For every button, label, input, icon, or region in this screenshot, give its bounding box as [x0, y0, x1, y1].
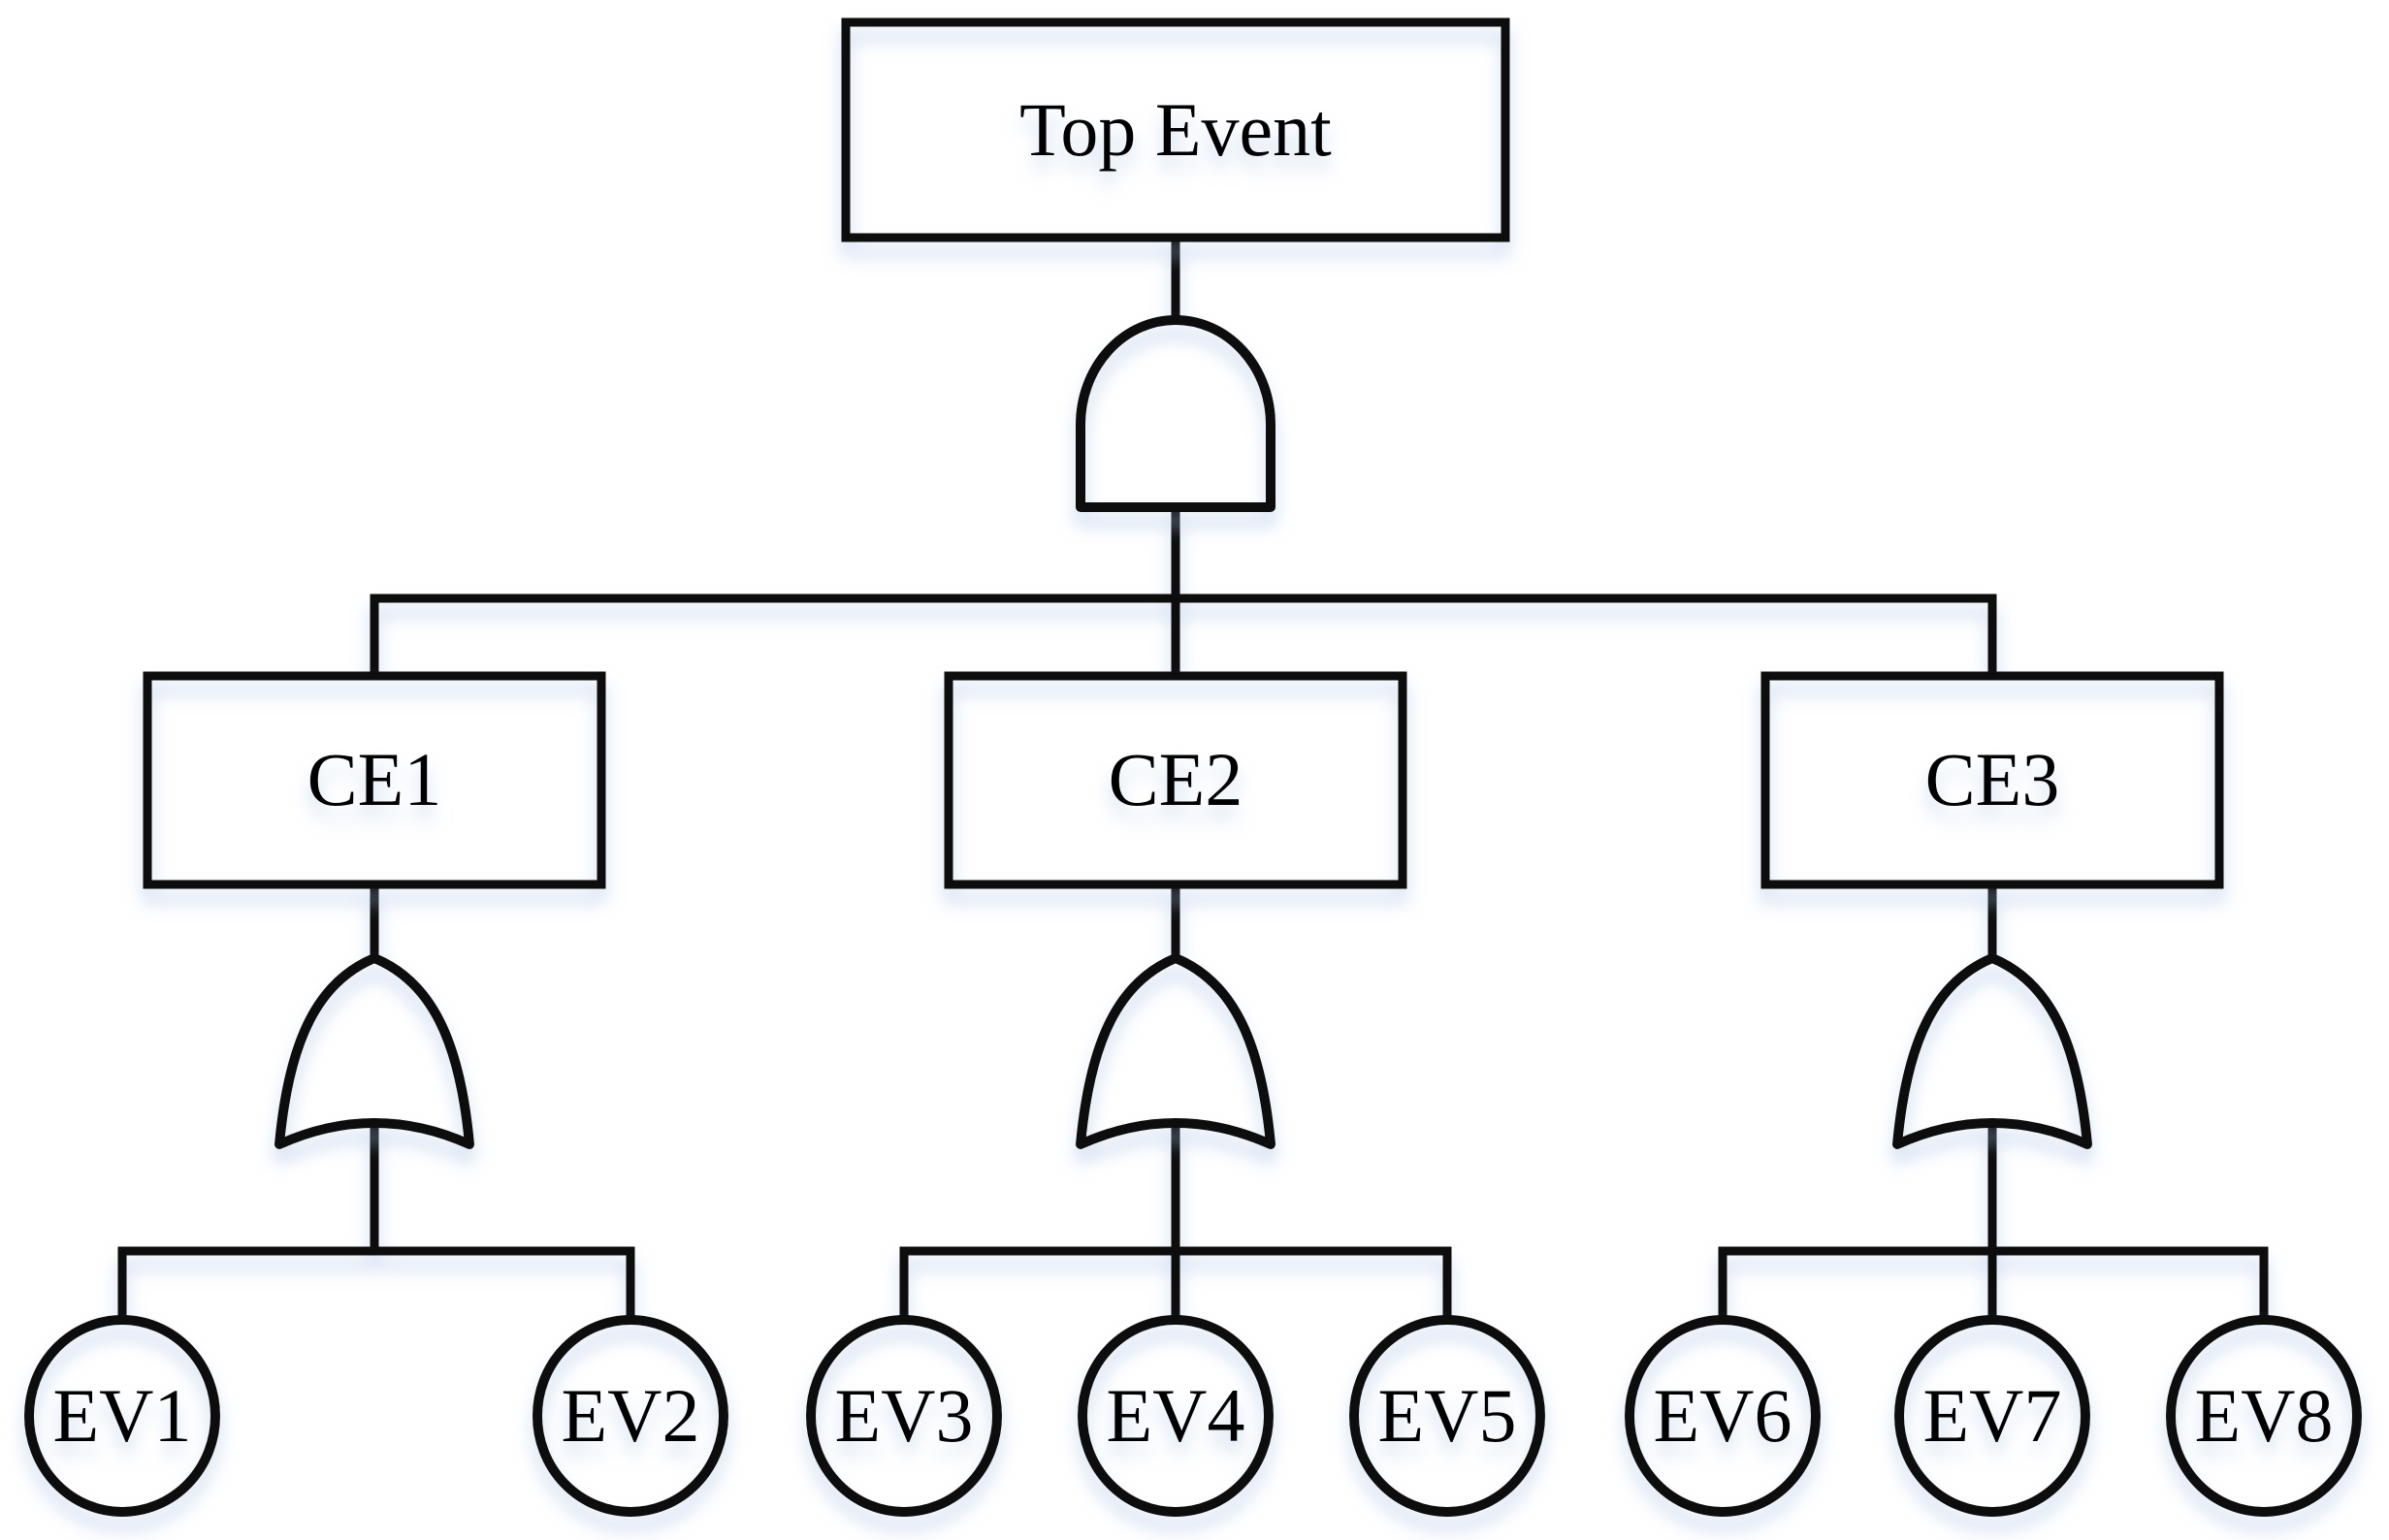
ev6-label: EV6 — [1654, 1373, 1792, 1458]
ev5-label: EV5 — [1378, 1373, 1517, 1458]
ev4-label: EV4 — [1107, 1373, 1245, 1458]
ev2-label: EV2 — [562, 1373, 700, 1458]
or-gate-ce3-fill — [1897, 958, 2087, 1144]
ce3-label: CE3 — [1925, 737, 2060, 821]
or-gate-ce2-fill — [1081, 958, 1271, 1144]
top-event-label: Top Event — [1019, 87, 1332, 172]
basic-event-ev6: EV6 — [1630, 1320, 1816, 1512]
and-gate — [1081, 320, 1271, 507]
ev1-label: EV1 — [53, 1373, 192, 1458]
or-gate-ce3 — [1897, 958, 2087, 1144]
basic-event-ev8: EV8 — [2171, 1320, 2357, 1512]
basic-event-ev1: EV1 — [29, 1320, 215, 1512]
ce1-label: CE1 — [307, 737, 442, 821]
basic-event-ev7: EV7 — [1899, 1320, 2085, 1512]
ce2-label: CE2 — [1109, 737, 1243, 821]
or-gate-ce2 — [1081, 958, 1271, 1144]
ev8-label: EV8 — [2195, 1373, 2334, 1458]
ce2-node: CE2 — [949, 676, 1403, 884]
top-event-node: Top Event — [846, 22, 1505, 238]
basic-event-ev2: EV2 — [537, 1320, 724, 1512]
ev7-label: EV7 — [1923, 1373, 2062, 1458]
ev3-label: EV3 — [835, 1373, 974, 1458]
basic-event-ev5: EV5 — [1354, 1320, 1540, 1512]
ce1-node: CE1 — [147, 676, 601, 884]
basic-event-ev4: EV4 — [1082, 1320, 1269, 1512]
or-gate-ce1-fill — [279, 958, 469, 1144]
or-gate-ce1 — [279, 958, 469, 1144]
basic-event-ev3: EV3 — [811, 1320, 997, 1512]
connector-lines — [117, 238, 2269, 1320]
ce3-node: CE3 — [1765, 676, 2219, 884]
